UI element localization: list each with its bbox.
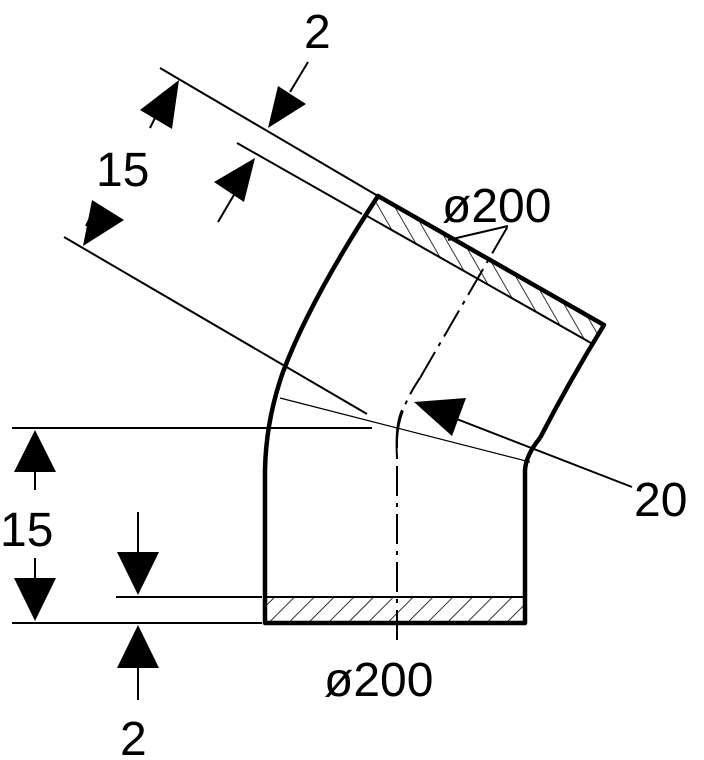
arrow-top-length-upper: [140, 80, 179, 129]
angle-dimension: [395, 398, 633, 488]
label-bottom-wall: 2: [120, 713, 147, 760]
label-bottom-length: 15: [0, 504, 53, 557]
arrow-bottom-length-upper: [14, 430, 56, 472]
arrow-angle: [414, 398, 466, 436]
bend-joint-lines: [270, 397, 531, 463]
bottom-outline: [262, 371, 542, 626]
top-arrows: [83, 80, 306, 246]
bottom-arrows: [14, 430, 159, 668]
arrow-top-length-lower: [83, 200, 124, 246]
bottom-dimension-lines: [12, 427, 372, 700]
label-top-diameter: ø200: [442, 180, 551, 233]
bottom-wall-hatch: [264, 597, 525, 623]
arrow-bottom-length-lower: [14, 578, 56, 621]
arrow-bottom-wall-upper: [117, 552, 159, 595]
arrow-top-wall: [268, 86, 306, 128]
top-wall-hatch: [367, 196, 604, 343]
label-top-wall: 2: [304, 6, 331, 59]
arrow-bottom-wall-lower: [117, 625, 159, 668]
label-angle: 20: [634, 474, 687, 527]
arrow-top-wall-inner: [214, 158, 255, 202]
label-top-length: 15: [96, 144, 149, 197]
bottom-socket: [262, 371, 542, 626]
top-wall-line: [366, 215, 592, 344]
label-bottom-diameter: ø200: [324, 654, 433, 707]
